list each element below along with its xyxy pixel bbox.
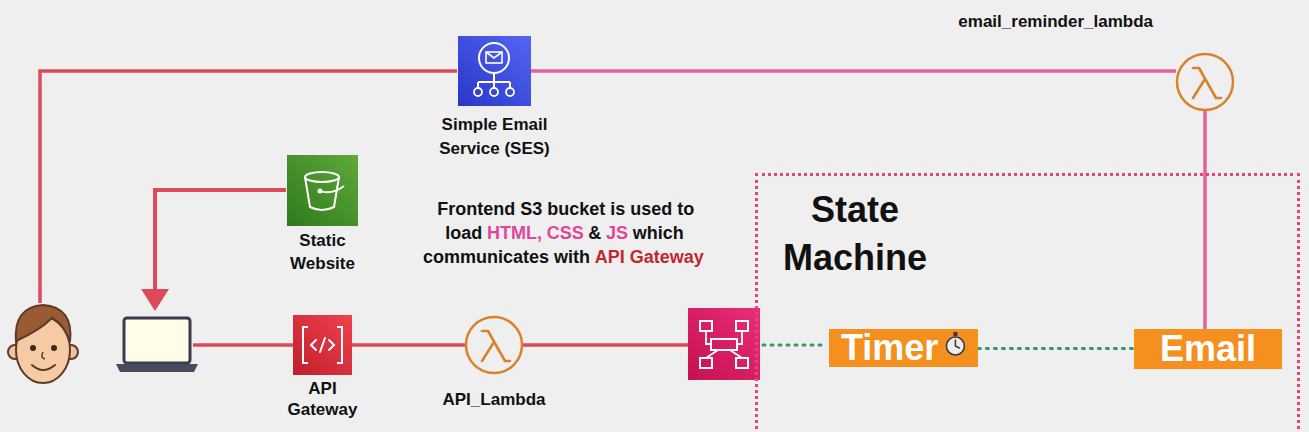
gateway-code	[311, 338, 334, 352]
step-state	[736, 321, 748, 331]
annotation-block: Frontend S3 bucket is used to loadHTML,C…	[417, 197, 712, 269]
laptop-icon	[116, 318, 198, 372]
dotted-wire	[763, 344, 824, 347]
step-functions-icon	[688, 308, 760, 380]
lambda-ring	[466, 317, 522, 373]
eye	[51, 345, 57, 351]
eye	[30, 345, 36, 351]
connector	[352, 343, 465, 347]
stopwatch-button	[953, 332, 957, 336]
ses-leaf	[474, 88, 482, 96]
annotation-text: &	[588, 223, 601, 243]
user-email-wire	[40, 71, 457, 303]
s3-tile	[287, 155, 358, 226]
process-box: Email	[1134, 329, 1282, 369]
state-machine-group: State MachineTimer Email	[755, 173, 1300, 432]
lambda-ring	[1177, 54, 1233, 110]
gateway-tile	[293, 315, 352, 375]
hair	[16, 305, 71, 342]
annotation-text: API Gateway	[595, 247, 704, 267]
node-label: email_reminder_lambda	[913, 10, 1153, 34]
laptop-base	[116, 364, 198, 372]
ses-tile	[458, 36, 531, 106]
gateway-brackets	[303, 327, 342, 363]
bucket-body	[305, 177, 339, 210]
stopwatch-hands	[955, 340, 959, 348]
bucket-dot	[318, 189, 323, 194]
lambda-symbol	[1193, 68, 1221, 98]
step-links	[706, 331, 742, 358]
function-icon: API_Lambda	[465, 316, 523, 374]
node-label: API Gateway	[281, 378, 365, 420]
annotation-text: HTML,	[487, 223, 542, 243]
bucket-icon: Static Website	[287, 155, 358, 226]
bucket-handle	[320, 186, 344, 192]
s3-icon	[287, 155, 358, 226]
connector	[1203, 111, 1207, 329]
function-icon: email_reminder_lambda	[1176, 53, 1234, 111]
ses-icon	[458, 36, 531, 106]
api-lambda-icon	[466, 317, 522, 373]
node-label: Email	[1160, 329, 1256, 369]
ses-branches	[478, 73, 510, 88]
stopwatch-icon	[946, 332, 964, 355]
node-label: Static Website	[278, 229, 368, 275]
lambda-symbol	[482, 331, 510, 361]
ses-leaf	[506, 88, 514, 96]
smile	[32, 365, 55, 370]
ses-leaf	[490, 88, 498, 96]
step-state	[700, 358, 712, 368]
user-icon	[8, 305, 78, 383]
node-label: Timer	[841, 329, 938, 367]
annotation-text: CSS	[547, 223, 584, 243]
ses-envelope-flap	[486, 52, 502, 58]
ses-ring	[479, 43, 509, 73]
node-label: Simple Email Service (SES)	[420, 113, 570, 161]
connector	[531, 69, 1176, 73]
service-icon: Simple Email Service (SES)	[458, 36, 531, 106]
ses-envelope	[486, 52, 502, 63]
annotation-text: JS	[606, 223, 628, 243]
laptop-wire	[193, 343, 293, 347]
arrow-head	[141, 289, 169, 311]
api-gateway-icon	[293, 315, 352, 375]
laptop-screen	[124, 318, 190, 363]
bucket-rim	[305, 172, 339, 182]
group-title: State Machine	[770, 176, 940, 282]
step-state	[736, 358, 748, 368]
nose	[42, 352, 45, 359]
step-state	[700, 321, 712, 331]
node-label: API_Lambda	[419, 388, 569, 412]
gateway-icon: API Gateway	[293, 315, 352, 375]
step-state	[711, 339, 737, 350]
connector	[978, 347, 1134, 350]
website-wire	[155, 190, 286, 292]
stopwatch-face	[946, 337, 964, 355]
step-tile	[688, 308, 760, 380]
reminder-lambda-icon	[1177, 54, 1233, 110]
